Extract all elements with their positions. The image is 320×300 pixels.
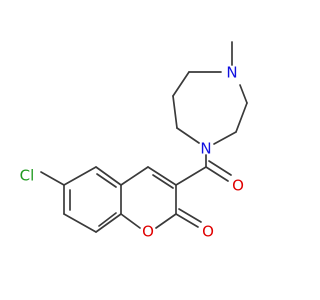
atom-carbonyl-oxygen: O: [232, 177, 244, 195]
bond: [95, 166, 122, 186]
bond-c-o-double: [178, 208, 202, 223]
atom-amide-nitrogen: N: [200, 140, 211, 158]
bonds: [40, 41, 248, 233]
bond-double-inner: [98, 212, 117, 227]
bond: [147, 166, 177, 186]
atom-labels: Cl O O O N N: [20, 64, 244, 241]
bond: [175, 166, 207, 186]
bond: [172, 71, 190, 97]
bond-c-o: [175, 213, 199, 228]
molecule-canvas: Cl O O O N N: [20, 41, 248, 241]
bond: [120, 213, 141, 229]
bond-double-inner: [96, 173, 117, 188]
bond: [95, 213, 122, 233]
bond: [63, 213, 97, 233]
atom-lactone-oxygen: O: [202, 223, 214, 241]
bond-c-o: [205, 166, 229, 182]
structure-diagram: Cl O O O N N: [20, 41, 248, 241]
bond: [235, 102, 248, 133]
atom-methyl-nitrogen: N: [226, 64, 237, 82]
atom-ring-oxygen: O: [142, 223, 154, 241]
bond: [176, 127, 200, 144]
bond: [155, 213, 177, 229]
bond: [63, 166, 97, 186]
bond-c-o-double: [208, 160, 232, 176]
bond: [239, 84, 248, 104]
bond: [172, 95, 178, 129]
bond-cl: [40, 171, 65, 186]
bond: [120, 166, 149, 186]
bond: [213, 131, 237, 145]
bond-double-inner: [152, 174, 174, 189]
atom-chlorine: Cl: [20, 167, 35, 185]
